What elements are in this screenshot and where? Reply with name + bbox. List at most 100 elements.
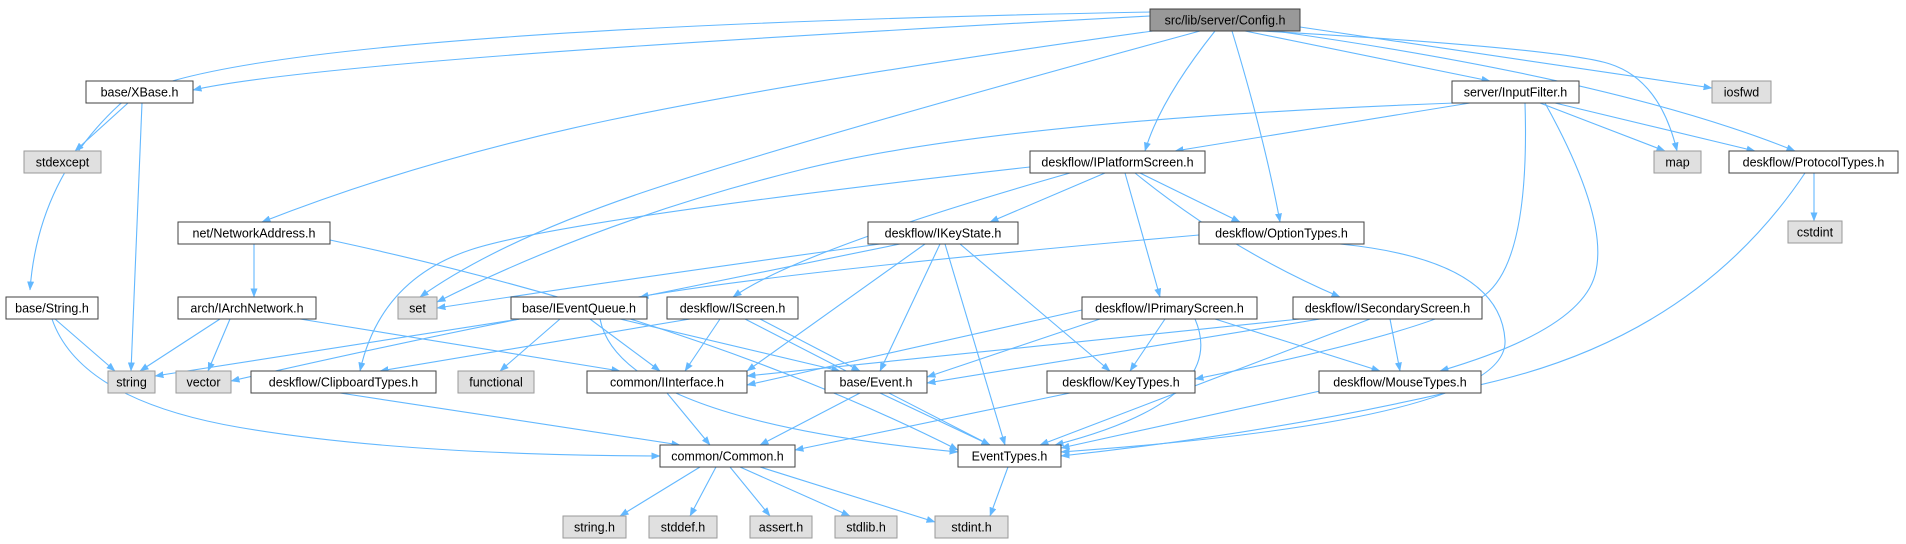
node-box <box>1451 80 1580 104</box>
node-map: map <box>1653 150 1702 174</box>
edge-ikeystate-to-ieventqueue <box>639 243 901 299</box>
node-label: src/lib/server/Config.h <box>1165 14 1286 28</box>
node-label: assert.h <box>759 521 804 535</box>
edge-event-to-common <box>759 392 861 446</box>
edge-inputfilter-to-set <box>436 102 1456 303</box>
node-label: server/InputFilter.h <box>1464 86 1568 100</box>
node-clipboardtypes[interactable]: deskflow/ClipboardTypes.h <box>250 370 437 394</box>
node-label: base/IEventQueue.h <box>522 302 636 316</box>
edge-config-to-inputfilter <box>1244 30 1491 83</box>
node-label: deskflow/IKeyState.h <box>885 227 1002 241</box>
node-label: iosfwd <box>1724 86 1759 100</box>
node-label: base/Event.h <box>840 376 913 390</box>
edge-ikeystate-to-eventtypes <box>944 243 1006 446</box>
node-label: deskflow/ISecondaryScreen.h <box>1305 302 1470 316</box>
edge-xbase-to-stdexcept <box>74 102 129 152</box>
node-cstdint: cstdint <box>1787 220 1843 244</box>
node-xbase[interactable]: base/XBase.h <box>85 80 194 104</box>
edge-iscreen-to-event <box>759 318 861 372</box>
edge-common-to-string_h <box>619 466 701 517</box>
node-box <box>957 444 1062 468</box>
node-set: set <box>397 296 438 320</box>
node-eventtypes[interactable]: EventTypes.h <box>957 444 1062 468</box>
edge-common-to-stdlib_h <box>739 466 851 517</box>
node-label: functional <box>469 376 523 390</box>
node-box <box>934 515 1009 539</box>
node-label: base/XBase.h <box>101 86 179 100</box>
node-box <box>250 370 437 394</box>
node-label: arch/IArchNetwork.h <box>190 302 303 316</box>
edge-iplatformscreen-to-iscreen <box>732 172 1071 298</box>
node-box <box>586 370 748 394</box>
edge-config-to-map <box>1261 30 1679 152</box>
edge-event-to-eventtypes <box>879 392 991 446</box>
node-keytypes[interactable]: deskflow/KeyTypes.h <box>1046 370 1196 394</box>
node-stddef-h: stddef.h <box>648 515 718 539</box>
node-mousetypes[interactable]: deskflow/MouseTypes.h <box>1318 370 1482 394</box>
node-box <box>23 150 102 174</box>
node-box <box>107 370 156 394</box>
node-string: string <box>107 370 156 394</box>
edge-iscreen-to-clipboardtypes <box>379 318 691 374</box>
edge-iarchnetwork-to-iinterface <box>299 318 621 374</box>
node-iscreen[interactable]: deskflow/IScreen.h <box>666 296 799 320</box>
node-iprimaryscreen[interactable]: deskflow/IPrimaryScreen.h <box>1081 296 1258 320</box>
node-box <box>1029 150 1206 174</box>
node-iosfwd: iosfwd <box>1711 80 1772 104</box>
node-ieventqueue[interactable]: base/IEventQueue.h <box>510 296 648 320</box>
node-ikeystate[interactable]: deskflow/IKeyState.h <box>867 221 1019 245</box>
node-label: vector <box>186 376 220 390</box>
node-functional: functional <box>457 370 535 394</box>
node-vector: vector <box>175 370 232 394</box>
node-iarchnetwork[interactable]: arch/IArchNetwork.h <box>177 296 317 320</box>
node-box <box>1149 8 1301 32</box>
node-optiontypes[interactable]: deskflow/OptionTypes.h <box>1198 221 1365 245</box>
edge-inputfilter-to-iplatformscreen <box>1174 102 1471 154</box>
node-string-h: string.h <box>562 515 627 539</box>
node-label: stddef.h <box>661 521 706 535</box>
node-isecondaryscreen[interactable]: deskflow/ISecondaryScreen.h <box>1292 296 1483 320</box>
node-box <box>666 296 799 320</box>
edge-iinterface-to-common <box>666 392 711 446</box>
node-label: cstdint <box>1797 226 1834 240</box>
node-box <box>1653 150 1702 174</box>
edge-config-to-xbase <box>192 15 1151 92</box>
edge-isecondaryscreen-to-eventtypes <box>1039 318 1371 446</box>
dependency-edges <box>27 11 1818 523</box>
edge-config-to-basestring <box>27 11 1151 291</box>
node-box <box>510 296 648 320</box>
node-box <box>749 515 813 539</box>
node-box <box>648 515 718 539</box>
node-assert-h: assert.h <box>749 515 813 539</box>
node-event[interactable]: base/Event.h <box>824 370 928 394</box>
node-label: map <box>1665 156 1689 170</box>
node-box <box>177 221 331 245</box>
node-box <box>824 370 928 394</box>
node-box <box>1728 150 1899 174</box>
edge-ikeystate-to-keytypes <box>959 243 1111 372</box>
edge-iarchnetwork-to-vector <box>207 318 231 372</box>
edge-clipboardtypes-to-common <box>339 392 681 448</box>
node-iinterface[interactable]: common/IInterface.h <box>586 370 748 394</box>
dependency-nodes: src/lib/server/Config.hbase/XBase.hstdex… <box>5 8 1899 539</box>
node-label: stdint.h <box>951 521 991 535</box>
node-box <box>5 296 99 320</box>
node-box <box>659 444 796 468</box>
node-inputfilter[interactable]: server/InputFilter.h <box>1451 80 1580 104</box>
node-networkaddress[interactable]: net/NetworkAddress.h <box>177 221 331 245</box>
node-iplatformscreen[interactable]: deskflow/IPlatformScreen.h <box>1029 150 1206 174</box>
edge-networkaddress-to-eventtypes <box>329 239 959 451</box>
node-basestring[interactable]: base/String.h <box>5 296 99 320</box>
node-protocoltypes[interactable]: deskflow/ProtocolTypes.h <box>1728 150 1899 174</box>
edge-ikeystate-to-event <box>879 243 941 372</box>
node-label: deskflow/OptionTypes.h <box>1215 227 1348 241</box>
edge-common-to-stddef_h <box>689 466 717 517</box>
node-box <box>1292 296 1483 320</box>
edge-ieventqueue-to-iinterface <box>589 318 661 372</box>
node-common[interactable]: common/Common.h <box>659 444 796 468</box>
node-label: stdlib.h <box>846 521 886 535</box>
node-label: deskflow/KeyTypes.h <box>1062 376 1179 390</box>
node-box <box>1046 370 1196 394</box>
node-config[interactable]: src/lib/server/Config.h <box>1149 8 1301 32</box>
